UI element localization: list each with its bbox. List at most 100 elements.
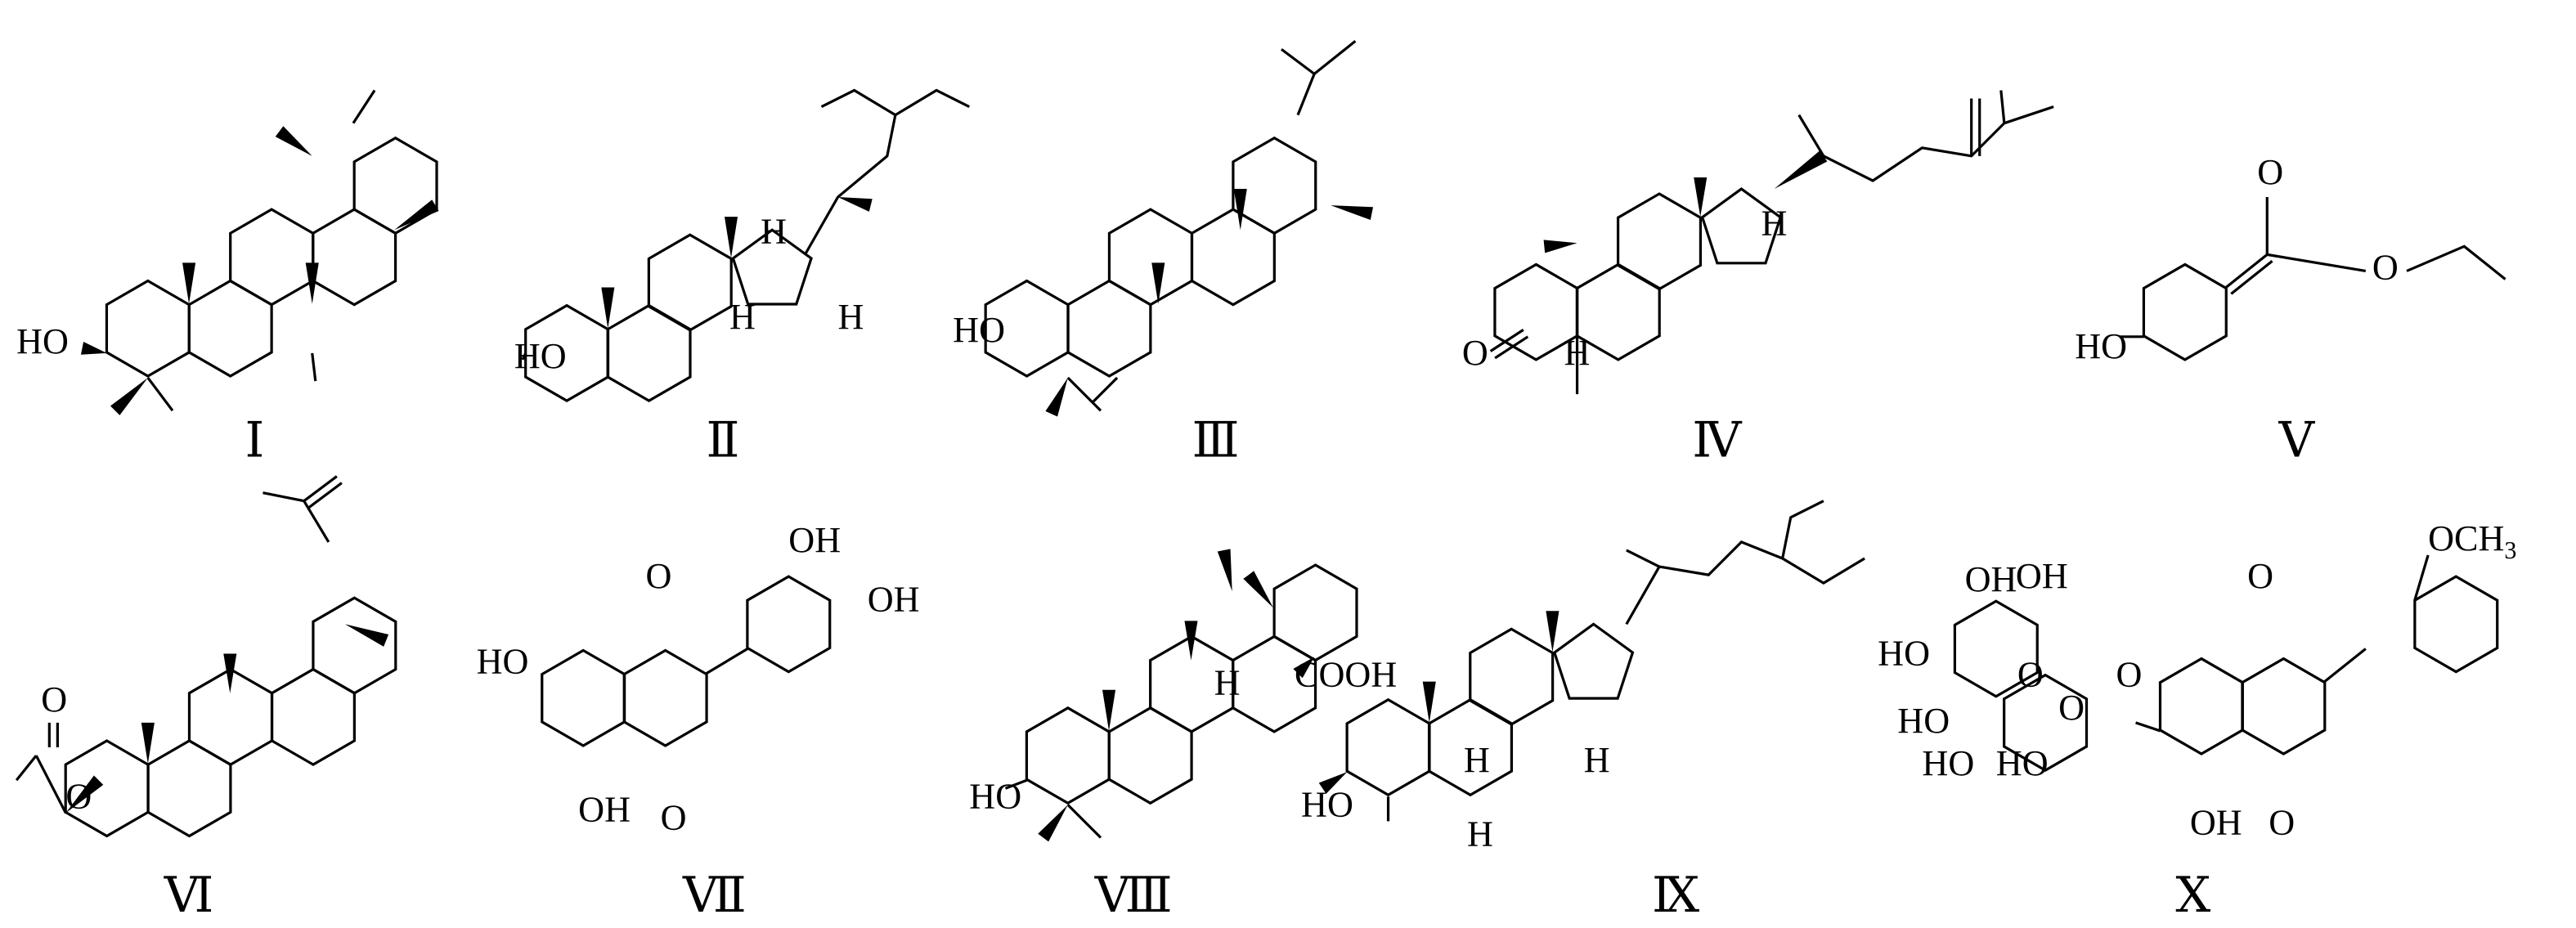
hexagon-ring xyxy=(312,596,397,695)
bond xyxy=(1625,540,1784,625)
atom-label: OH xyxy=(578,789,631,829)
hexagon-ring xyxy=(1469,627,1555,726)
hexagon-ring xyxy=(312,208,397,307)
hexagon-ring xyxy=(606,303,692,403)
wedge-bond xyxy=(1543,240,1577,253)
wedge-bond xyxy=(601,287,615,329)
pentagon-ring xyxy=(1552,622,1635,700)
atom-label: HO xyxy=(969,776,1021,816)
wedge-bond xyxy=(110,378,148,415)
bond xyxy=(1313,39,1357,75)
bond xyxy=(307,482,343,509)
compound-label-5: Ⅴ xyxy=(2278,413,2316,468)
wedge-bond xyxy=(65,775,104,814)
bond xyxy=(1823,105,2054,182)
compound-label-8: Ⅷ xyxy=(1094,868,1173,923)
wedge-bond xyxy=(1293,657,1315,679)
hexagon-ring xyxy=(1953,599,2039,698)
atom-label: COOH xyxy=(1295,655,1397,695)
wedge-bond xyxy=(1422,681,1436,723)
hexagon-ring xyxy=(2241,657,2327,755)
wedge-bond xyxy=(1243,571,1273,608)
bond xyxy=(1489,329,1524,352)
hexagon-ring xyxy=(1066,279,1152,378)
hexagon-ring xyxy=(746,575,832,674)
bond xyxy=(1781,557,1865,585)
atom-label: OH xyxy=(788,520,841,560)
compound-label-3: Ⅲ xyxy=(1192,413,1240,468)
bond xyxy=(2323,648,2367,683)
atom-label: H xyxy=(761,211,787,251)
bond xyxy=(1281,47,1317,116)
hexagon-ring xyxy=(541,648,626,747)
wedge-bond xyxy=(1102,689,1116,731)
wedge-bond xyxy=(394,199,439,231)
atom-label: H xyxy=(1214,663,1241,703)
wedge-bond xyxy=(724,217,738,258)
atom-label: O xyxy=(2372,248,2399,288)
hexagon-ring xyxy=(1190,208,1276,307)
bond xyxy=(303,475,338,502)
bond xyxy=(2267,253,2367,273)
bond xyxy=(521,352,527,361)
compound-label-6: Ⅵ xyxy=(164,868,214,923)
compound-label-4: Ⅳ xyxy=(1692,413,1743,468)
atom-label: HO xyxy=(953,310,1005,350)
atom-label: O xyxy=(661,797,687,837)
wedge-bond xyxy=(344,624,389,647)
wedge-bond xyxy=(1045,378,1068,417)
hexagon-ring xyxy=(1232,136,1317,235)
wedge-bond xyxy=(1233,189,1247,231)
atom-label: H xyxy=(1584,740,1610,780)
hexagon-ring xyxy=(1272,563,1358,662)
wedge-bond xyxy=(1331,205,1374,221)
hexagon-ring xyxy=(1107,706,1193,805)
atom-label: HO xyxy=(1996,743,2049,783)
hexagon-ring xyxy=(1345,697,1431,797)
bond xyxy=(15,755,38,782)
atom-label: OH xyxy=(2016,556,2068,596)
atom-label: H xyxy=(838,297,864,337)
atom-label: HO xyxy=(1922,743,1974,783)
wedge-bond xyxy=(275,126,312,156)
atom-label: O xyxy=(41,679,67,720)
atom-label: H xyxy=(1564,333,1590,373)
atom-label: OH xyxy=(2190,802,2242,842)
wedge-bond xyxy=(1546,611,1560,652)
bond xyxy=(1066,804,1102,839)
atom-label: O xyxy=(646,556,672,596)
atom-label: OH xyxy=(1965,559,2017,599)
atom-label: HO xyxy=(2075,326,2127,366)
wedge-bond xyxy=(1151,262,1165,304)
wedge-bond xyxy=(182,262,196,304)
hexagon-ring xyxy=(2413,575,2499,674)
atom-label: HO xyxy=(477,642,529,682)
bond xyxy=(820,88,896,116)
bond xyxy=(804,88,971,256)
bond xyxy=(2413,554,2430,600)
atom-label: H xyxy=(1761,203,1788,243)
atom-label: O xyxy=(2247,556,2273,596)
hexagon-ring xyxy=(622,648,708,747)
atom-label: HO xyxy=(1301,784,1353,824)
pentagon-ring xyxy=(1700,187,1783,265)
atom-label: O xyxy=(2017,655,2044,695)
atom-label: HO xyxy=(16,321,69,361)
wedge-bond xyxy=(1318,772,1348,794)
bond xyxy=(1494,335,1529,360)
bond xyxy=(1066,376,1102,412)
bond xyxy=(146,377,174,412)
atom-label: HO xyxy=(1878,634,1930,674)
wedge-bond xyxy=(1184,621,1198,661)
atom-label: H xyxy=(1464,740,1490,780)
bond xyxy=(2406,244,2506,280)
atom-label: O xyxy=(2058,688,2085,728)
bond xyxy=(1004,778,1028,790)
atom-label: O xyxy=(2116,655,2142,695)
wedge-bond xyxy=(80,341,107,355)
atom-label: O xyxy=(2257,152,2283,192)
atom-label: O xyxy=(2269,802,2295,842)
compound-label-9: Ⅸ xyxy=(1652,868,1699,923)
